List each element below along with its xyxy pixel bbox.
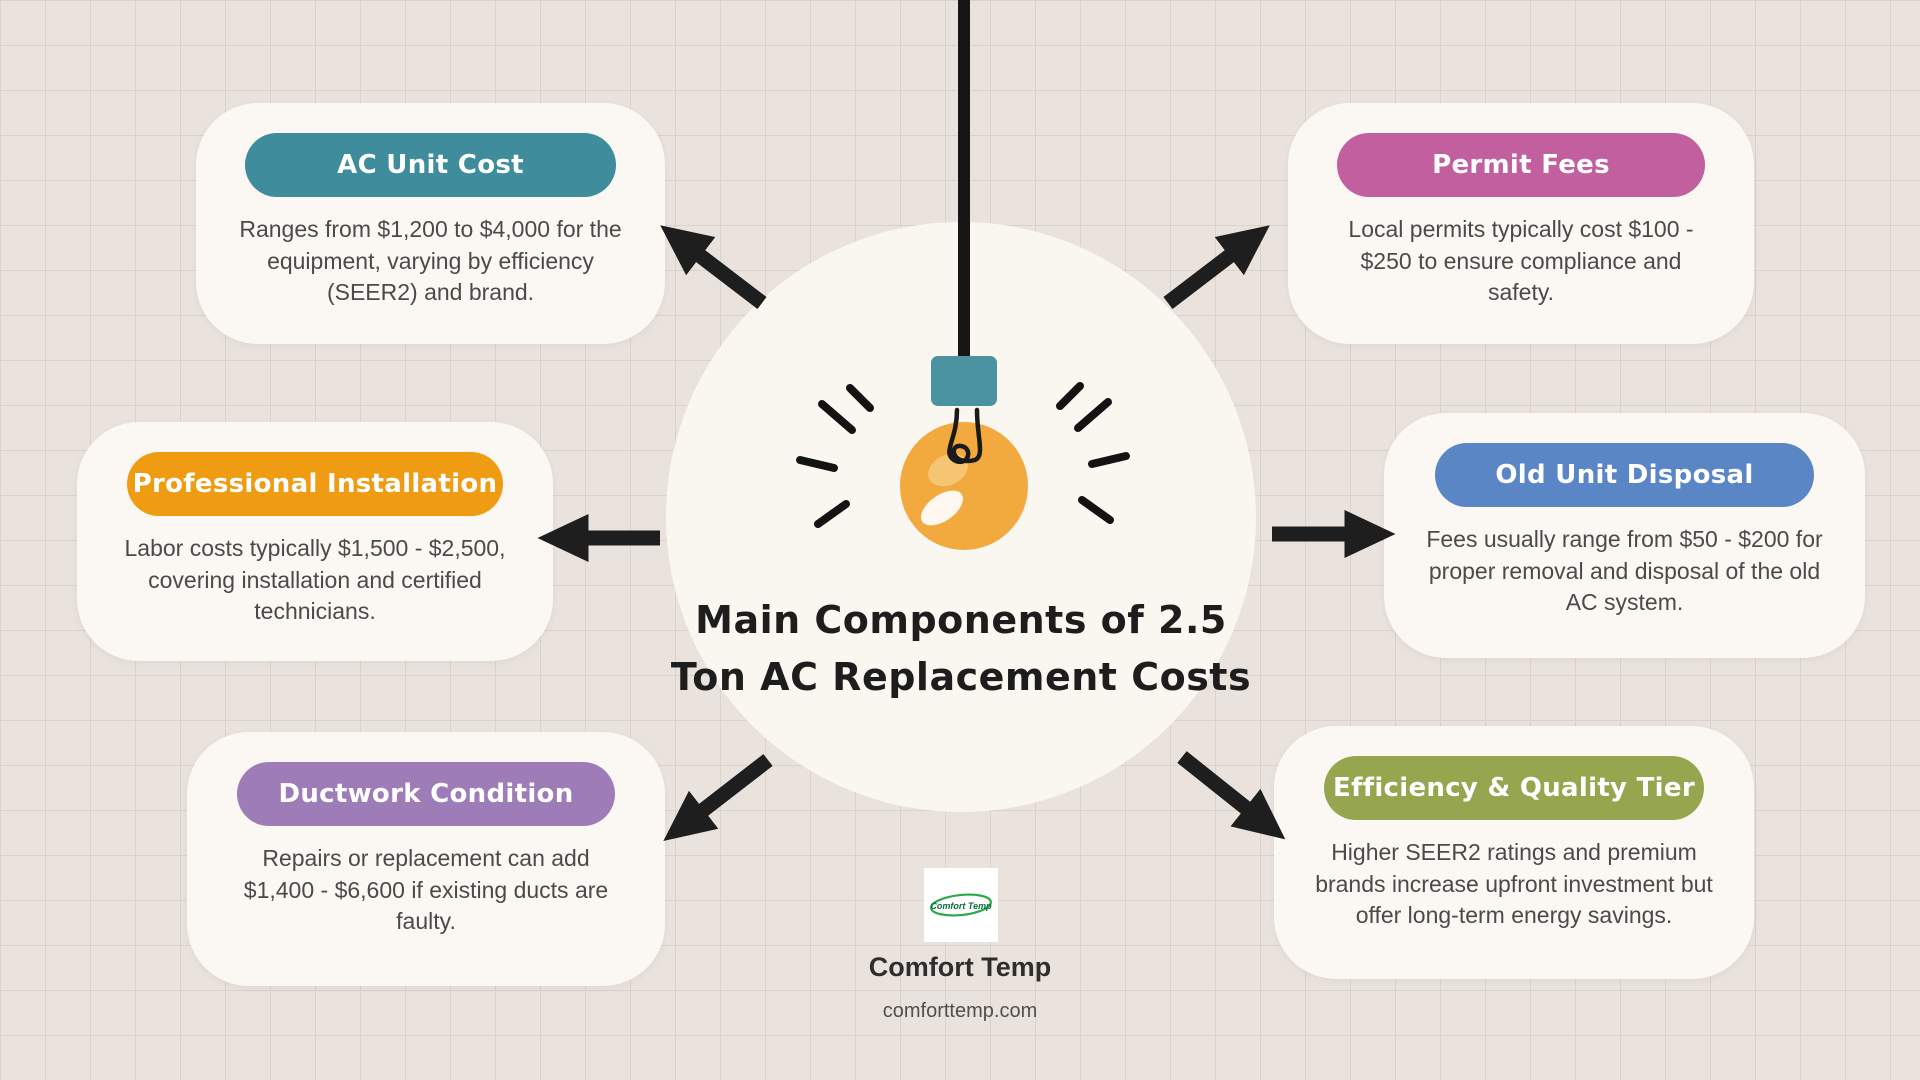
card-body: Fees usually range from $50 - $200 for p… (1426, 526, 1823, 616)
arrow-to-permit-fees (1163, 225, 1270, 309)
card-title-pill: Ductwork Condition (237, 762, 615, 826)
main-title-line1: Main Components of 2.5 (695, 598, 1227, 642)
arrow-to-ductwork-condition (663, 754, 773, 841)
card-old-unit-disposal: Old Unit Disposal Fees usually range fro… (1384, 413, 1865, 658)
main-title: Main Components of 2.5 Ton AC Replacemen… (626, 592, 1296, 706)
card-title-pill: Old Unit Disposal (1434, 443, 1815, 507)
center-circle: Main Components of 2.5 Ton AC Replacemen… (666, 222, 1256, 812)
card-body: Local permits typically cost $100 - $250… (1348, 216, 1694, 306)
logo-text: Comfort Temp (930, 901, 992, 911)
main-title-line2: Ton AC Replacement Costs (670, 655, 1252, 699)
card-title-pill: Efficiency & Quality Tier (1324, 756, 1704, 820)
card-body: Labor costs typically $1,500 - $2,500, c… (124, 535, 506, 625)
card-permit-fees: Permit Fees Local permits typically cost… (1288, 103, 1754, 344)
card-title: AC Unit Cost (337, 150, 524, 180)
card-body: Repairs or replacement can add $1,400 - … (243, 845, 609, 935)
card-efficiency-quality-tier: Efficiency & Quality Tier Higher SEER2 r… (1274, 726, 1754, 979)
card-professional-installation: Professional Installation Labor costs ty… (77, 422, 553, 661)
card-title-pill: Professional Installation (126, 452, 504, 516)
card-title: Old Unit Disposal (1495, 460, 1754, 490)
card-title: Ductwork Condition (278, 779, 574, 809)
card-ductwork-condition: Ductwork Condition Repairs or replacemen… (187, 732, 665, 986)
card-title-pill: Permit Fees (1336, 133, 1706, 197)
arrow-to-ac-unit-cost (660, 225, 767, 309)
arrow-to-efficiency-quality-tier (1177, 751, 1286, 840)
card-body: Ranges from $1,200 to $4,000 for the equ… (239, 216, 622, 306)
card-title: Efficiency & Quality Tier (1333, 773, 1695, 803)
website-url: comforttemp.com (882, 1000, 1038, 1022)
card-ac-unit-cost: AC Unit Cost Ranges from $1,200 to $4,00… (196, 103, 665, 344)
comfort-temp-logo: Comfort Temp (924, 868, 998, 942)
card-title: Professional Installation (132, 469, 498, 499)
brand-name: Comfort Temp (868, 952, 1052, 982)
card-title: Permit Fees (1432, 150, 1610, 180)
card-body: Higher SEER2 ratings and premium brands … (1315, 839, 1713, 929)
card-title-pill: AC Unit Cost (245, 133, 616, 197)
comfort-temp-logo-icon: Comfort Temp (930, 893, 992, 917)
